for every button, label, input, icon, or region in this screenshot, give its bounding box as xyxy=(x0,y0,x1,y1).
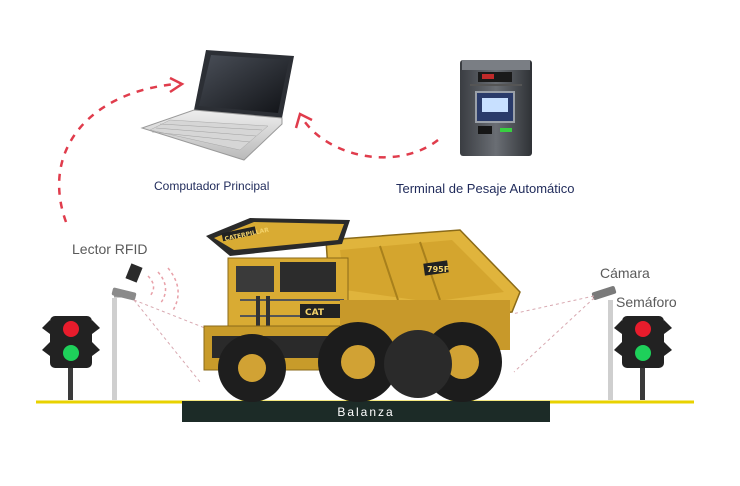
scale-label: Balanza xyxy=(337,405,395,419)
rfid-reader-icon xyxy=(111,263,211,400)
camera-icon xyxy=(511,286,617,400)
scale-platform xyxy=(182,401,550,422)
camera-label: Cámara xyxy=(600,265,650,281)
mining-truck-icon: 795F CATERPILLAR CAT xyxy=(203,218,521,402)
traffic-light-icon xyxy=(614,316,672,400)
traffic-light-icon xyxy=(42,316,100,400)
arrowhead-computer-icon xyxy=(294,112,313,129)
computer-label: Computador Principal xyxy=(154,179,270,193)
truck-model-text: 795F xyxy=(427,265,449,274)
arrowhead-computer-icon xyxy=(169,76,185,94)
weighing-terminal-icon xyxy=(460,60,532,156)
laptop-icon xyxy=(140,50,294,161)
traffic-light-label: Semáforo xyxy=(616,294,677,310)
terminal-to-computer-arrow xyxy=(300,117,439,159)
truck-logo-text: CAT xyxy=(305,308,325,318)
terminal-label: Terminal de Pesaje Automático xyxy=(396,181,575,196)
rfid-label: Lector RFID xyxy=(72,241,148,257)
rfid-to-computer-arrow xyxy=(57,82,177,223)
